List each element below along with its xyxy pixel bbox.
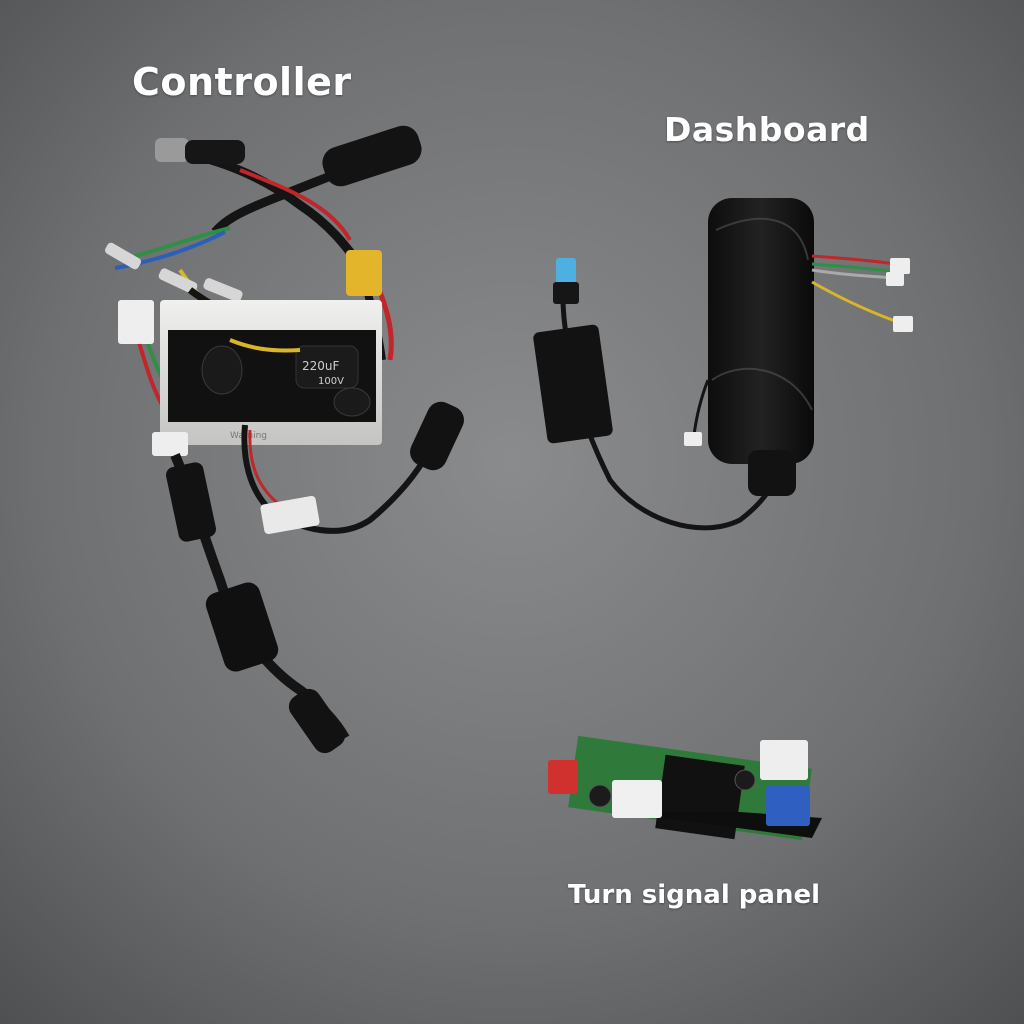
white-connector <box>612 780 662 818</box>
blue-connector <box>556 258 576 284</box>
white-terminal-top <box>760 740 808 780</box>
ferrite-core <box>205 582 279 672</box>
blue-terminal <box>766 786 810 826</box>
dashboard-body <box>708 198 814 464</box>
turn-signal-label: Turn signal panel <box>568 880 821 910</box>
turn-signal-assembly <box>548 735 822 841</box>
lower-round-connector <box>288 688 346 754</box>
aviation-connector <box>155 138 189 162</box>
red-connector <box>548 760 578 794</box>
right-round-connector <box>410 401 464 471</box>
controller-assembly: 220uF 100V Warning <box>105 125 464 754</box>
controller-label: Controller <box>132 60 352 104</box>
xt60-connector <box>346 250 382 296</box>
capacitor-voltage: 100V <box>318 376 344 387</box>
dashboard-cable-module <box>533 324 613 444</box>
capacitor <box>295 345 359 389</box>
round-connector <box>322 125 422 187</box>
dashboard-label: Dashboard <box>664 110 870 149</box>
dashboard-assembly <box>533 198 913 531</box>
capacitor-label: 220uF <box>302 359 340 373</box>
